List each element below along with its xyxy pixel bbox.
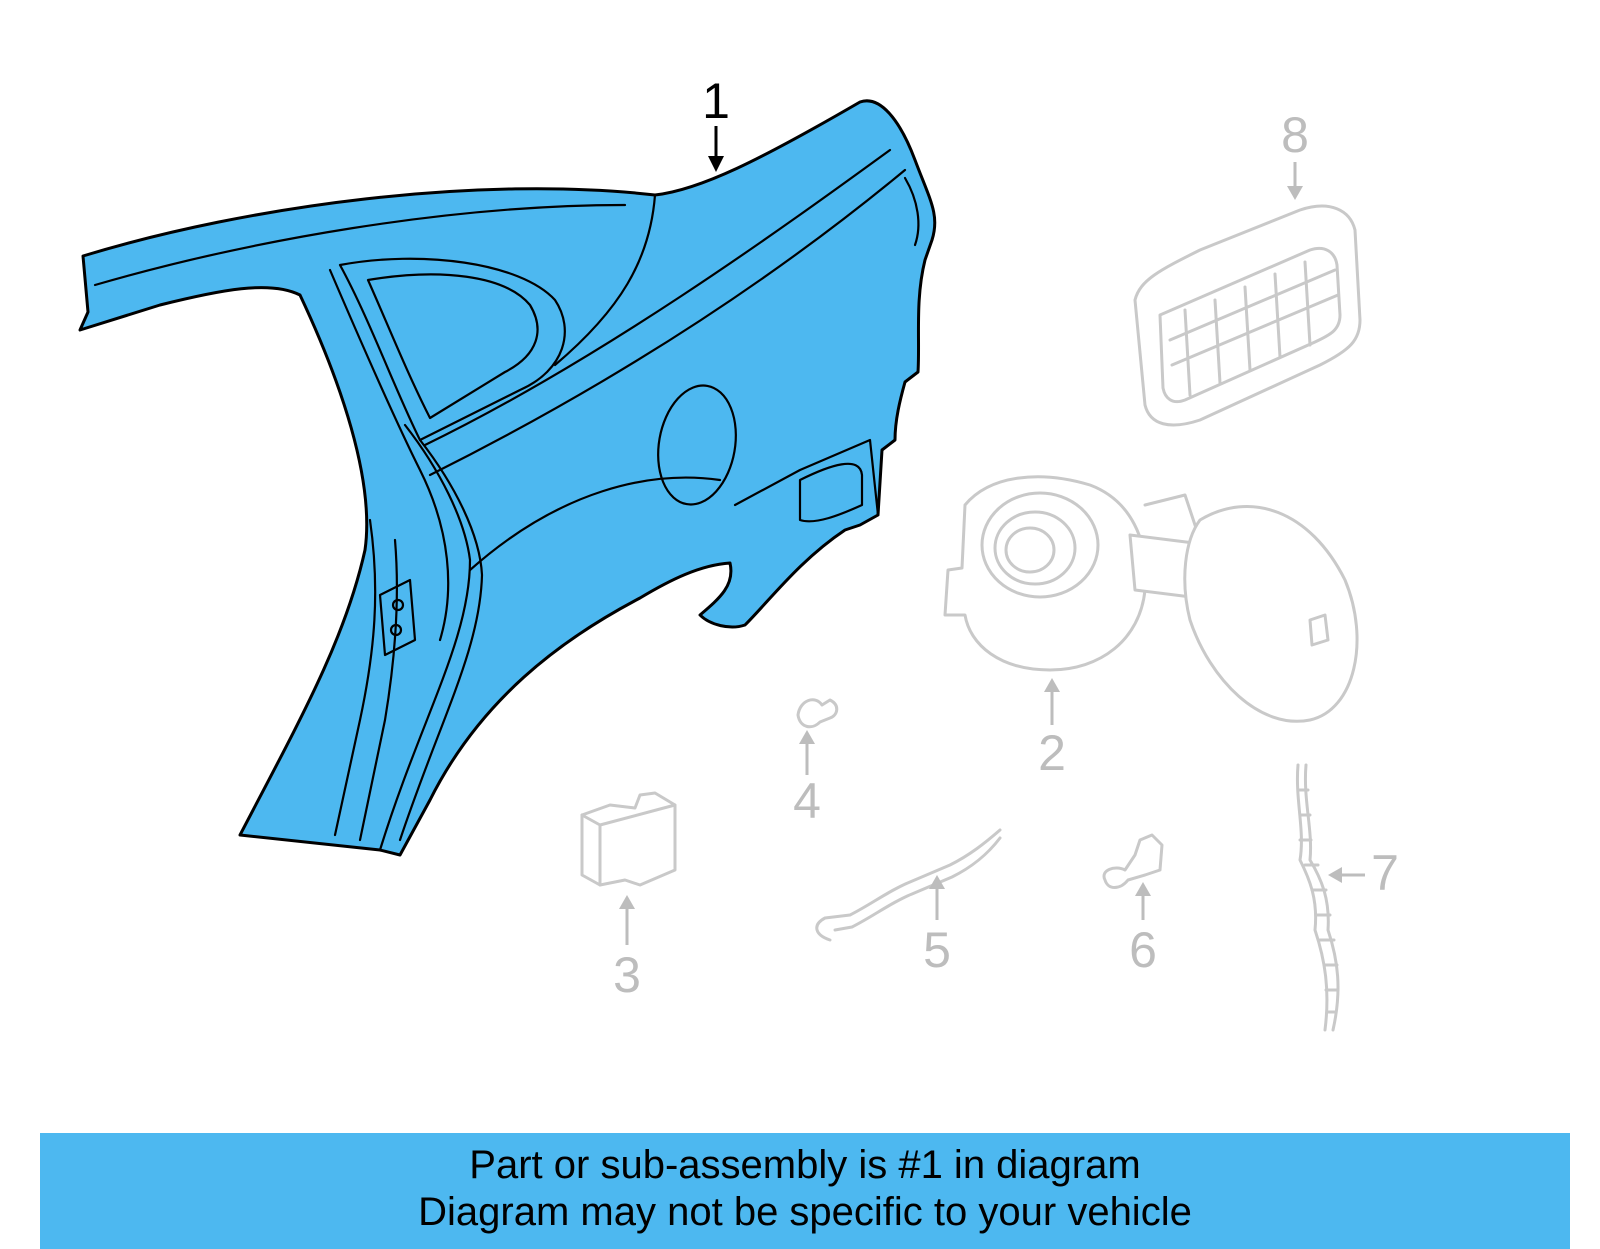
quarter-panel-body	[78, 99, 937, 857]
clip-body	[796, 698, 839, 729]
part-1-quarter-panel[interactable]	[78, 99, 937, 857]
part-2-fuel-filler-assembly[interactable]	[943, 475, 1359, 723]
part-4-clip[interactable]	[796, 698, 839, 729]
roof-rail-line	[93, 203, 627, 287]
callout-4-arrow	[799, 730, 815, 775]
rear-lower-pocket	[798, 462, 864, 523]
callout-5: 5	[923, 922, 951, 978]
callout-7-arrow	[1328, 867, 1365, 883]
window-opening-inner	[366, 273, 539, 420]
character-line	[423, 148, 892, 447]
pillar-bracket	[378, 578, 417, 657]
wheel-arch-line	[468, 476, 722, 572]
c-pillar-line-2	[398, 438, 484, 842]
vent-louvers	[1168, 260, 1340, 397]
callout-3: 3	[613, 947, 641, 1003]
filler-neck-outer	[980, 491, 1100, 599]
callout-8-arrow	[1287, 162, 1303, 200]
part-8-vent-grille[interactable]	[1133, 204, 1362, 427]
callout-5-arrow	[929, 875, 945, 920]
c-pillar-line-4	[358, 538, 399, 842]
c-pillar-line-1	[378, 423, 472, 852]
callout-7: 7	[1371, 845, 1399, 901]
bracket-block	[580, 791, 677, 887]
callout-2-arrow	[1044, 678, 1060, 725]
callout-8: 8	[1281, 107, 1309, 163]
callout-6-arrow	[1135, 882, 1151, 920]
window-opening-outer	[338, 257, 566, 442]
part-5-release-cable[interactable]	[815, 828, 1002, 942]
filler-neck-inner	[993, 510, 1077, 586]
callout-2: 2	[1038, 725, 1066, 781]
callout-4: 4	[793, 773, 821, 829]
deck-curve	[553, 193, 657, 367]
tail-edge	[903, 176, 920, 247]
bracket-hole-2	[389, 623, 403, 637]
rear-lower-panel	[733, 438, 880, 517]
bracket-hole-1	[391, 598, 405, 612]
callout-6: 6	[1129, 922, 1157, 978]
seal-strip-left	[1295, 763, 1329, 1032]
seal-strip-beads	[1296, 788, 1340, 1014]
filler-neck-core	[1004, 526, 1056, 574]
part-7-seal-strip[interactable]	[1295, 763, 1340, 1032]
part-3-bracket[interactable]	[580, 791, 677, 887]
cable-inner	[833, 836, 1002, 932]
caption-line-2: Diagram may not be specific to your vehi…	[418, 1190, 1192, 1234]
parts-diagram: 1 8 2 4 3	[78, 73, 1399, 1032]
cable-outer	[815, 828, 1002, 942]
fuel-door	[1183, 505, 1359, 723]
c-pillar-line-5	[333, 518, 377, 837]
callout-1: 1	[702, 73, 730, 129]
character-line-lower	[428, 168, 907, 477]
fuel-door-opening	[657, 384, 737, 506]
caption-bar: Part or sub-assembly is #1 in diagram Di…	[40, 1133, 1570, 1249]
vent-inner	[1158, 246, 1342, 404]
part-6-cable-clip[interactable]	[1102, 833, 1164, 889]
c-pillar-line-3	[328, 268, 450, 642]
caption-line-1: Part or sub-assembly is #1 in diagram	[469, 1143, 1141, 1187]
callout-1-arrow	[708, 126, 724, 172]
filler-housing	[943, 475, 1148, 672]
bracket-edge	[580, 803, 677, 887]
cable-clip-body	[1102, 833, 1164, 889]
door-latch	[1308, 613, 1330, 647]
callout-3-arrow	[619, 895, 635, 945]
